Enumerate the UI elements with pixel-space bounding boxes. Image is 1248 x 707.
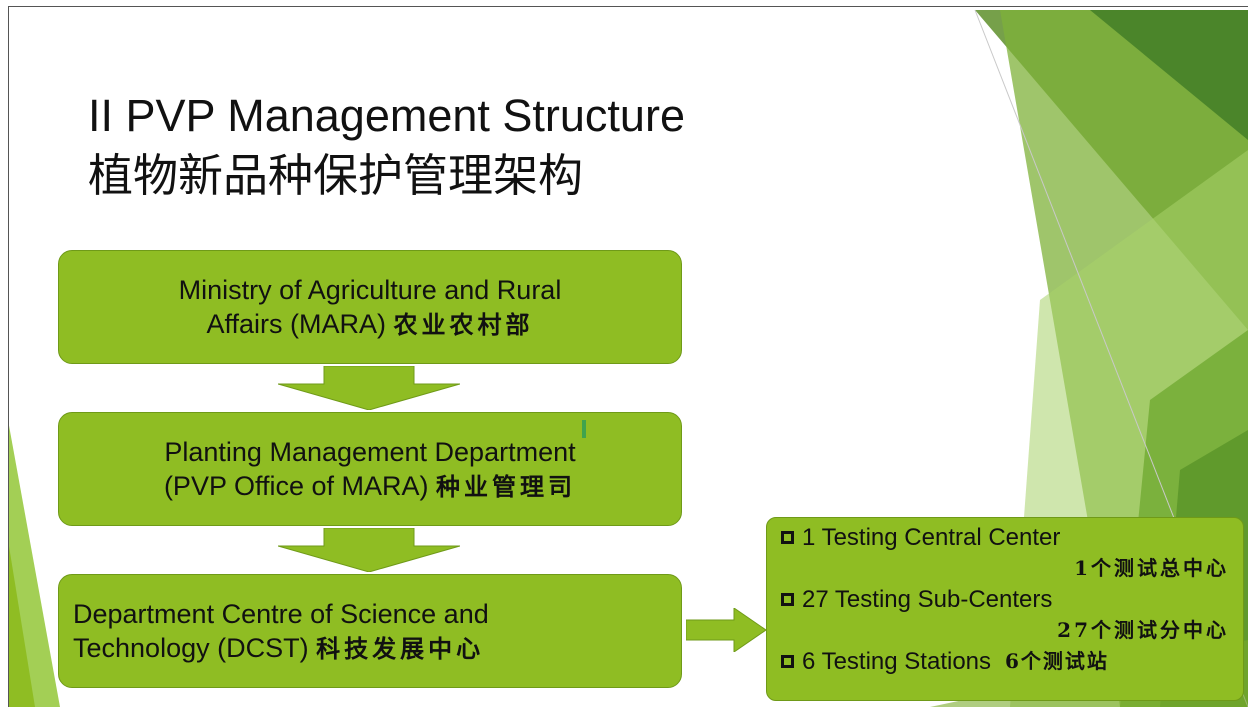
slide-title: II PVP Management Structure 植物新品种保护管理架构 [88,86,685,206]
dcst-line-2: Technology (DCST) 科技发展中心 [73,631,681,666]
dcst-zh: 科技发展中心 [316,633,485,663]
down-arrow-1 [278,366,460,410]
deco-shape-left-2 [8,540,35,707]
planting-dept-line-2: (PVP Office of MARA) 种业管理司 [59,469,681,504]
testing-item-1-zh: 1个测试总中心 [1074,556,1229,580]
testing-item-3: 6 Testing Stations 6个测试站 [781,646,1233,677]
testing-item-2: 27 Testing Sub-Centers [781,584,1233,615]
deco-shape-3 [1090,10,1248,140]
square-bullet-icon [781,531,794,544]
planting-dept-en: (PVP Office of MARA) [163,470,429,501]
down-arrow-2 [278,528,460,572]
dcst-line-1: Department Centre of Science and [73,598,489,629]
testing-item-2-en: 27 Testing Sub-Centers [802,586,1053,613]
dcst-en: Technology (DCST) [73,632,309,663]
mara-box-en: Affairs (MARA) [206,308,386,339]
mara-box-zh: 农业农村部 [393,309,534,339]
planting-dept-line-1: Planting Management Department [164,436,576,467]
testing-item-1-en: 1 Testing Central Center [802,524,1061,551]
mara-box: Ministry of Agriculture and Rural Affair… [58,250,682,364]
mara-box-line-1: Ministry of Agriculture and Rural [178,274,562,305]
slide-frame [8,6,1248,707]
testing-centers-box: 1 Testing Central Center 1个测试总中心 27 Test… [766,517,1244,701]
planting-dept-zh: 种业管理司 [436,471,577,501]
title-line-2: 植物新品种保护管理架构 [88,150,584,201]
square-bullet-icon [781,655,794,668]
testing-item-2-zh: 27个测试分中心 [1057,618,1229,642]
square-bullet-icon [781,593,794,606]
testing-item-3-zh: 6个测试站 [1005,649,1109,673]
mara-box-line-2: Affairs (MARA) 农业农村部 [59,307,681,342]
right-arrow [686,608,766,652]
planting-dept-box: Planting Management Department (PVP Offi… [58,412,682,526]
dcst-box: Department Centre of Science and Technol… [58,574,682,688]
title-line-1: II PVP Management Structure [88,90,685,141]
testing-item-1: 1 Testing Central Center [781,522,1233,553]
testing-item-3-en: 6 Testing Stations [802,648,992,675]
text-cursor [582,420,586,438]
